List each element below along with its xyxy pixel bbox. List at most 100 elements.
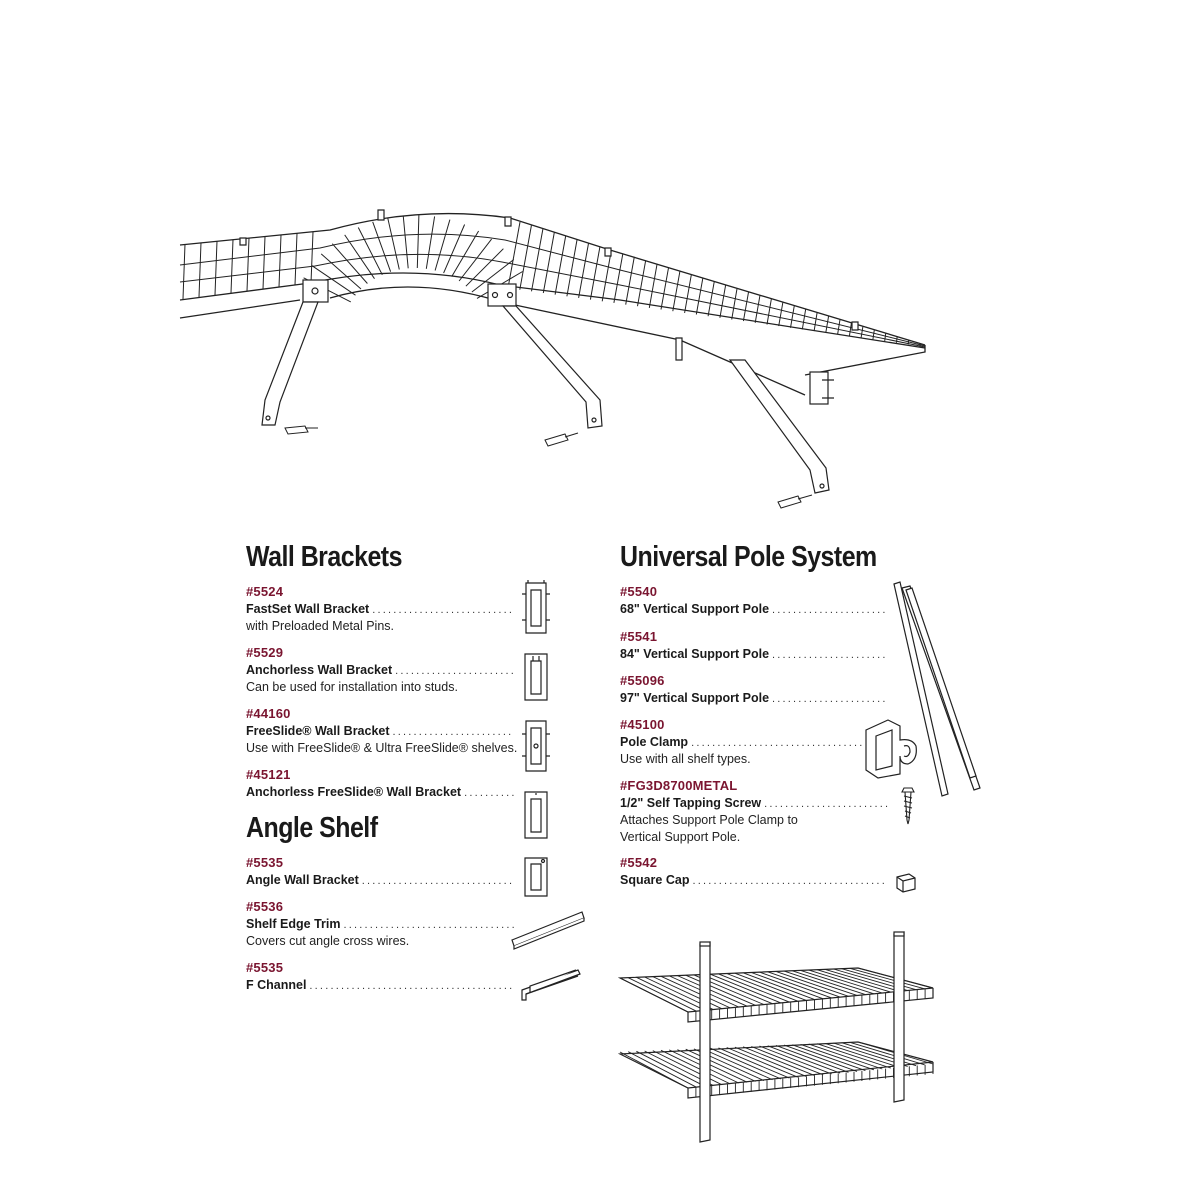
item-name: Pole Clamp [620, 734, 689, 749]
unit-shelf-wire [652, 976, 722, 1010]
list-item: #5542 Square Cap........................… [620, 855, 888, 889]
unit-shelf-wire [808, 1043, 883, 1070]
shelf-wire [182, 243, 186, 300]
item-desc: Attaches Support Pole Clamp to [620, 813, 798, 827]
shelf-wire [425, 216, 436, 269]
unit-shelf-wire [775, 970, 849, 997]
anchorless-freeslide-bracket-icon [524, 791, 548, 839]
unit-shelf-wire [742, 1046, 815, 1077]
list-item: #44160 FreeSlide® Wall Bracket..........… [246, 706, 517, 757]
unit-shelf-wire [701, 974, 773, 1005]
unit-shelf-wire [751, 972, 824, 1000]
list-item: #5524 FastSet Wall Bracket..............… [246, 584, 514, 635]
unit-shelf-wire [742, 972, 815, 1001]
shelf-wire [554, 235, 567, 295]
fastset-bracket-icon [522, 580, 550, 634]
unit-shelf-wire [783, 970, 858, 996]
item-name: Shelf Edge Trim [246, 916, 341, 931]
screw-icon [901, 787, 915, 825]
item-code: #5542 [620, 855, 658, 870]
item-name: Anchorless Wall Bracket [246, 662, 393, 677]
shelf-wire [357, 227, 383, 276]
shelf-wire-grid [179, 215, 926, 348]
list-item: #55096 97" Vertical Support Pole........… [620, 673, 888, 707]
leader-dots: ........................................ [692, 874, 888, 887]
wall-brackets-heading: Wall Brackets [246, 541, 402, 573]
shelf-wire [707, 281, 715, 317]
unit-shelf-wire [792, 1044, 866, 1072]
universal-pole-heading: Universal Pole System [620, 541, 877, 573]
edge-trim-icon [511, 911, 585, 950]
shelf-wire [684, 274, 692, 313]
unit-shelf-wire [726, 1047, 798, 1078]
item-code: #55096 [620, 673, 665, 688]
leader-dots: ........................................ [691, 736, 862, 749]
unit-shelf-wire [767, 1045, 841, 1074]
shelf-wire [387, 217, 400, 270]
unit-shelf-wire [710, 1047, 782, 1080]
unit-shelf-wire [767, 971, 841, 998]
item-code: #5540 [620, 584, 658, 599]
shelf-wire [601, 249, 612, 302]
leader-dots: ........................................ [361, 874, 514, 887]
shelf-wire [416, 215, 420, 269]
shelf-wire [589, 246, 601, 300]
list-item: #5535 Angle Wall Bracket................… [246, 855, 514, 889]
leader-dots: ........................................ [395, 664, 514, 677]
angle-bracket-icon [524, 857, 548, 897]
pole-shelf-unit-illustration [618, 931, 934, 1143]
unit-shelf-wire [792, 970, 866, 996]
shelf-wire [860, 326, 864, 338]
item-name: 97" Vertical Support Pole [620, 690, 770, 705]
shelf-wire [825, 316, 830, 333]
unit-shelf-wire [726, 973, 798, 1002]
shelf-wire [542, 232, 555, 294]
unit-shelf-wire [775, 1044, 849, 1073]
shelf-wire [578, 242, 590, 298]
pole-clamp-icon [865, 719, 917, 779]
leader-dots: ........................................ [772, 603, 888, 616]
shelf-wire [331, 243, 368, 284]
unit-shelf-wire [734, 972, 807, 1001]
shelf-wire [637, 260, 647, 307]
anchorless-bracket-icon [524, 653, 548, 701]
leader-dots: ........................................ [772, 648, 888, 661]
leader-dots: ........................................ [343, 918, 514, 931]
item-code: #44160 [246, 706, 291, 721]
item-name: FastSet Wall Bracket [246, 601, 370, 616]
item-code: #45100 [620, 717, 665, 732]
unit-shelf-wire [636, 1050, 706, 1087]
unit-shelf-wire [677, 1049, 748, 1083]
item-name: Square Cap [620, 872, 690, 887]
list-item: #5529 Anchorless Wall Bracket...........… [246, 645, 514, 696]
unit-shelf-wire [685, 1048, 756, 1082]
leader-dots: ........................................ [772, 692, 888, 705]
angle-shelf-heading: Angle Shelf [246, 812, 378, 844]
shelf-wire [320, 253, 362, 290]
shelf-front-brackets [302, 279, 834, 405]
unit-shelf-wire [701, 1048, 773, 1081]
shelf-wire [311, 264, 356, 296]
list-item: #5541 84" Vertical Support Pole.........… [620, 629, 888, 663]
unit-shelf-wire [816, 1043, 891, 1069]
item-desc: Can be used for installation into studs. [246, 680, 458, 694]
unit-shelf-wire [660, 1049, 731, 1085]
item-code: #FG3D8700METAL [620, 778, 738, 793]
item-code: #5524 [246, 584, 284, 599]
shelf-wire [719, 284, 727, 318]
list-item: #45100 Pole Clamp.......................… [620, 717, 862, 768]
item-code: #45121 [246, 767, 291, 782]
leader-dots: ........................................ [392, 725, 514, 738]
leader-dots: ........................................ [372, 603, 514, 616]
shelf-wire [625, 256, 635, 305]
shelf-wire [790, 305, 795, 328]
list-item: #45121 Anchorless FreeSlide® Wall Bracke… [246, 767, 514, 801]
shelf-wire [262, 236, 266, 290]
item-code: #5536 [246, 899, 284, 914]
shelf-wire [179, 253, 926, 348]
wall-anchors [284, 425, 813, 509]
item-name: Anchorless FreeSlide® Wall Bracket [246, 784, 462, 799]
shelf-wire [443, 224, 466, 274]
shelf-wire [848, 323, 852, 337]
unit-shelf-wire [636, 976, 706, 1011]
